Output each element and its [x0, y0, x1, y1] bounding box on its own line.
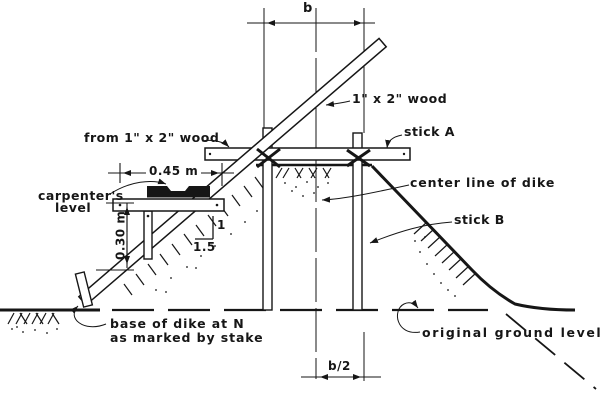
label-center-line: center line of dike [410, 175, 556, 190]
label-dim-045: 0.45 m [146, 165, 202, 178]
base-stake [74, 271, 94, 308]
label-dim-b-half: b/2 [328, 359, 351, 373]
label-level: level [55, 200, 92, 215]
nail-dots [118, 152, 406, 218]
leader-center-line [321, 184, 410, 203]
label-original-ground: original ground level [422, 325, 600, 340]
dimension-extension-lines [263, 8, 365, 381]
leader-carpenters-level [109, 178, 167, 195]
dimension-030 [96, 202, 134, 271]
carpenters-level-body [147, 186, 210, 198]
template-vertical-post [143, 210, 153, 260]
leader-lines [70, 100, 453, 333]
label-dim-030: 0.30 m [113, 210, 128, 260]
stick-a-crossbar [204, 147, 411, 161]
hatch-ground-left [7, 312, 60, 334]
label-crossbar-material: from 1" x 2" wood [84, 130, 220, 145]
stick-b-post [352, 132, 363, 311]
leader-stick-a [385, 134, 403, 149]
hatch-right-slope [413, 221, 477, 297]
label-base-note-1: base of dike at N [110, 316, 245, 331]
label-stick-b: stick B [454, 212, 505, 227]
projected-slope-dashed-line [505, 313, 597, 390]
leader-base-of-dike [70, 305, 107, 328]
lashing-marks [256, 147, 371, 169]
label-slope-rise: 1 [217, 218, 226, 232]
slope-ratio-symbol [195, 216, 214, 240]
level-bubble-notch [167, 186, 189, 191]
label-base-note-2: as marked by stake [110, 330, 264, 345]
left-vertical-stick [262, 127, 273, 311]
leader-crossbar-material [201, 139, 230, 148]
leader-original-ground [396, 299, 421, 333]
leader-stick-b [369, 221, 453, 244]
label-stick-a: stick A [404, 124, 455, 139]
label-diagonal-board: 1" x 2" wood [352, 91, 448, 106]
label-top-width-b: b [303, 1, 313, 16]
dike-right-slope [370, 164, 576, 312]
hatch-left-slope [123, 176, 264, 296]
template-top-rail [112, 198, 225, 212]
ground-line [0, 308, 597, 390]
label-carpenters: carpenter's [38, 188, 124, 203]
hatch-dike-top [275, 167, 332, 197]
label-slope-run: 1.5 [193, 240, 216, 254]
leader-diagonal-board [325, 100, 351, 107]
